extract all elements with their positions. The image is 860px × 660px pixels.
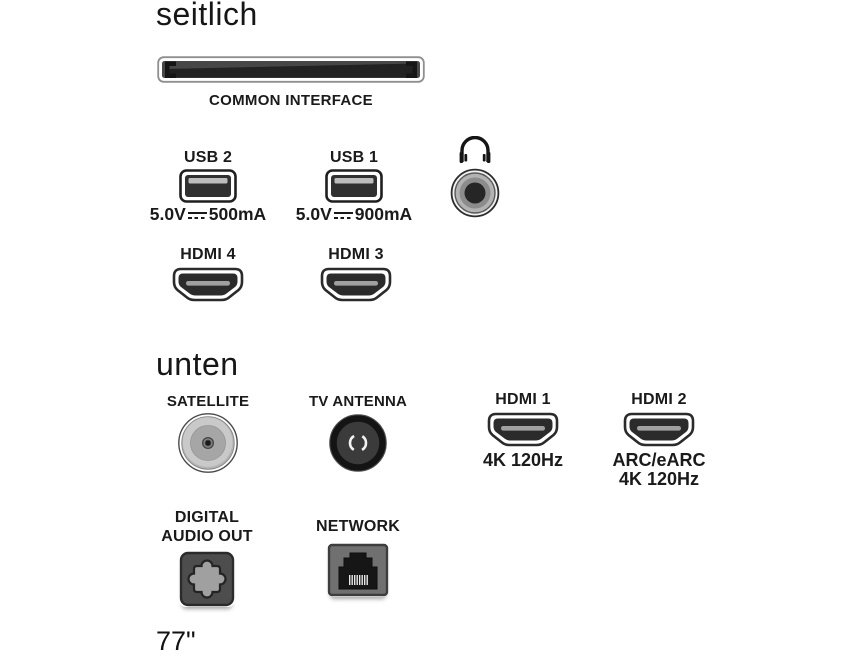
digital-audio-out-label: DIGITAL AUDIO OUT [132,508,282,546]
hdmi2-spec1: ARC/eARC [612,450,706,470]
digital-audio-out-label-line2: AUDIO OUT [161,528,253,545]
headphone-port-group [435,136,515,218]
antenna-connector-icon [329,414,387,472]
hdmi3-port-group: HDMI 3 [296,245,416,303]
dc-symbol [187,211,207,220]
ci-card-slot-icon [157,56,425,83]
usb2-port-group: USB 2 5.0V 500mA [138,148,278,225]
dc-symbol [333,211,353,220]
network-label: NETWORK [315,518,401,535]
usb2-power-spec: 5.0V 500mA [138,204,278,225]
satellite-port-group: SATELLITE [138,392,278,474]
digital-audio-out-label-line1: DIGITAL [174,509,240,526]
section-heading-bottom: unten [156,346,239,382]
tv-antenna-label: TV ANTENNA [308,393,408,410]
usb1-port-group: USB 1 5.0V 900mA [284,148,424,225]
usb2-voltage: 5.0V [149,204,186,224]
network-port-group: NETWORK [293,517,423,597]
optical-audio-port-icon [179,551,235,607]
headphones-icon [459,136,491,163]
hdmi-port-icon [172,267,244,302]
hdmi3-label: HDMI 3 [328,246,384,263]
hdmi-port-icon [623,412,695,447]
hdmi2-port-group: HDMI 2 ARC/eARC 4K 120Hz [584,390,734,489]
usb2-current: 500mA [208,204,267,224]
tv-antenna-port-group: TV ANTENNA [283,392,433,473]
usb1-current: 900mA [354,204,413,224]
screen-size-label: 77" [156,626,196,656]
digital-audio-out-port-group: DIGITAL AUDIO OUT [132,508,282,607]
usb1-voltage: 5.0V [295,204,332,224]
ethernet-port-icon [327,543,389,597]
usb-port-icon [179,169,237,203]
usb1-power-spec: 5.0V 900mA [284,204,424,225]
hdmi1-port-group: HDMI 1 4K 120Hz [453,390,593,470]
usb-port-icon [325,169,383,203]
hdmi2-spec2: 4K 120Hz [618,469,700,489]
satellite-label: SATELLITE [166,393,250,410]
hdmi4-port-group: HDMI 4 [148,245,268,303]
common-interface-label: COMMON INTERFACE [209,92,373,109]
usb2-label: USB 2 [183,149,233,166]
ethernet-pins [349,575,368,585]
hdmi-port-icon [320,267,392,302]
usb1-label: USB 1 [329,149,379,166]
audio-jack-icon [450,168,500,218]
hdmi-port-icon [487,412,559,447]
common-interface-slot [157,56,425,88]
satellite-connector-icon [178,413,238,473]
hdmi4-label: HDMI 4 [180,246,236,263]
hdmi1-label: HDMI 1 [495,391,551,408]
section-heading-side: seitlich [156,0,258,32]
hdmi2-label: HDMI 2 [631,391,687,408]
hdmi1-spec: 4K 120Hz [482,450,564,470]
